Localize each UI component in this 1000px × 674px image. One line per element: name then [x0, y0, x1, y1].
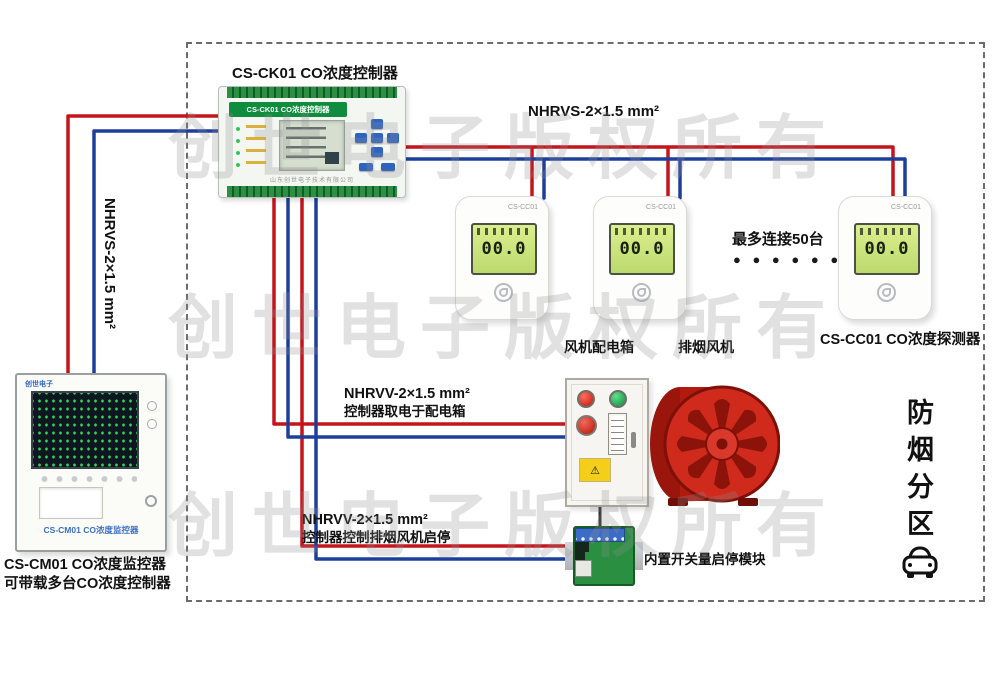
relay [575, 560, 592, 577]
ic-chip-small [575, 552, 585, 560]
module-pcb [573, 526, 635, 586]
smoke-zone-label: 防烟分区 [903, 398, 933, 546]
fan-distribution-box: ⚠ [565, 378, 649, 507]
ellipsis-dots: ● ● ● ● ● ● [733, 252, 843, 267]
co-monitor-device: 创世电子 CS-CM01 CO浓度监控器 [15, 373, 167, 552]
terminal-strip-bottom [227, 186, 397, 197]
co-controller-device: CS-CK01 CO浓度控制器 山东创世电子技术有限公司 [218, 86, 406, 198]
lcd-status-icons [860, 228, 914, 235]
co-reading: 00.0 [864, 239, 910, 259]
terminal-strip-top [227, 87, 397, 98]
co-detector-1: CS-CC01 00.0 [455, 196, 549, 320]
monitor-screen [31, 391, 139, 469]
function-button-2 [381, 163, 395, 171]
monitor-caption-line1: CS-CM01 CO浓度监控器 [4, 557, 166, 573]
right-button [387, 133, 399, 143]
detector-model-label: CS-CC01 [646, 204, 676, 211]
switch-module [565, 526, 643, 586]
top-cable-label: NHRVS-2×1.5 mm² [528, 103, 660, 120]
panel-meter [608, 413, 627, 455]
control-cable-line2: 控制器控制排烟风机启停 [302, 530, 451, 545]
detector-caption: CS-CC01 CO浓度探测器 [820, 332, 981, 348]
detector-model-label: CS-CC01 [508, 204, 538, 211]
exhaust-fan [650, 385, 780, 506]
monitor-brand-label: 创世电子 [25, 381, 53, 388]
led-label-column [246, 125, 266, 171]
status-led-column [233, 123, 243, 171]
monitor-caption-line2: 可带载多台CO浓度控制器 [4, 576, 171, 592]
brand-logo-icon [632, 283, 651, 302]
ic-chip [575, 542, 589, 552]
fan-caption: 排烟风机 [678, 339, 734, 355]
control-cable-line1: NHRVV-2×1.5 mm² [302, 512, 428, 528]
warning-icon: ⚠ [579, 458, 611, 482]
stop-button [576, 415, 597, 436]
fan-box-caption: 风机配电箱 [564, 339, 634, 355]
paper-slot [39, 487, 103, 519]
monitor-caption: CS-CM01 CO浓度监控器 可带载多台CO浓度控制器 [4, 556, 171, 594]
power-cable-label: NHRVV-2×1.5 mm² 控制器取电于配电箱 [344, 385, 470, 421]
co-reading: 00.0 [481, 239, 527, 259]
terminal-block [575, 528, 625, 542]
ok-button [371, 133, 383, 143]
control-cable-label: NHRVV-2×1.5 mm² 控制器控制排烟风机启停 [302, 511, 451, 547]
red-indicator-lamp [577, 390, 595, 408]
indicator-icon [147, 419, 157, 429]
left-cable-label: NHRVS-2×1.5 mm² [101, 198, 118, 330]
green-indicator-lamp [609, 390, 627, 408]
monitor-button-row [35, 474, 137, 482]
left-button [355, 133, 367, 143]
module-caption: 内置开关量启停模块 [644, 552, 766, 567]
door-handle [631, 432, 636, 448]
lcd-text-lines [286, 127, 326, 163]
controller-panel-title: CS-CK01 CO浓度控制器 [229, 102, 347, 117]
detector-lcd: 00.0 [471, 223, 537, 275]
detector-model-label: CS-CC01 [891, 204, 921, 211]
buzzer-icon [147, 401, 157, 411]
lcd-status-icons [477, 228, 531, 235]
controller-caption: CS-CK01 CO浓度控制器 [232, 65, 398, 82]
car-icon [902, 546, 938, 578]
monitor-panel-label: CS-CM01 CO浓度监控器 [43, 525, 139, 535]
lcd-status-icons [615, 228, 669, 235]
power-cable-line2: 控制器取电于配电箱 [344, 404, 466, 419]
lcd-digit-block [325, 152, 339, 164]
function-button-1 [359, 163, 373, 171]
power-cable-line1: NHRVV-2×1.5 mm² [344, 386, 470, 402]
brand-logo-icon [494, 283, 513, 302]
detector-lcd: 00.0 [609, 223, 675, 275]
brand-logo-icon [877, 283, 896, 302]
controller-lcd [279, 120, 345, 171]
keyhole-icon [145, 495, 157, 507]
detector-lcd: 00.0 [854, 223, 920, 275]
co-reading: 00.0 [619, 239, 665, 259]
co-detector-3: CS-CC01 00.0 [838, 196, 932, 320]
manufacturer-text: 山东创世电子技术有限公司 [269, 178, 354, 184]
co-detector-2: CS-CC01 00.0 [593, 196, 687, 320]
down-button [371, 147, 383, 157]
up-button [371, 119, 383, 129]
max-connect-label: 最多连接50台 [732, 231, 824, 248]
